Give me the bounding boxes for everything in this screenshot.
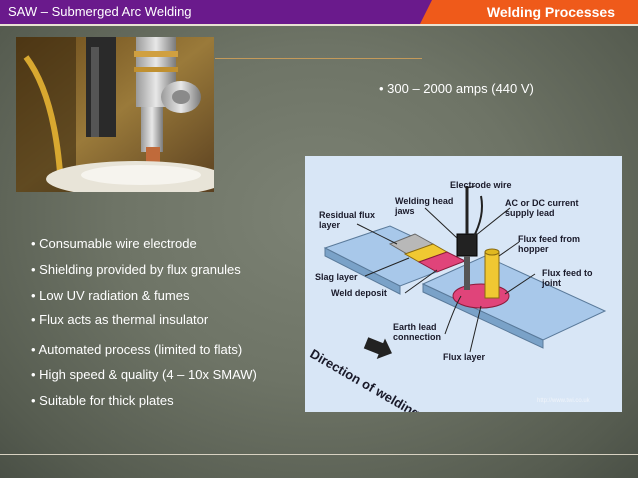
header-left-bar: SAW – Submerged Arc Welding	[0, 0, 440, 24]
label-electrode-wire: Electrode wire	[450, 180, 512, 190]
section-title: Welding Processes	[486, 4, 615, 20]
label-residual-flux-layer: Residual flux layer	[319, 210, 376, 230]
slide-title: SAW – Submerged Arc Welding	[8, 4, 192, 19]
bullet-4: • Flux acts as thermal insulator	[31, 312, 209, 327]
label-flux-feed-hopper: Flux feed from hopper	[518, 234, 581, 254]
bullet-5: • Automated process (limited to flats)	[31, 342, 243, 357]
saw-welding-photo	[16, 37, 214, 192]
bullet-2: • Shielding provided by flux granules	[31, 262, 241, 277]
label-flux-layer: Flux layer	[443, 352, 486, 362]
label-current-supply-lead: AC or DC current supply lead	[505, 198, 579, 218]
label-earth-lead: Earth lead connection	[393, 322, 442, 342]
label-flux-feed-joint: Flux feed to joint	[542, 268, 593, 288]
bullet-1: • Consumable wire electrode	[31, 236, 197, 251]
decorative-line	[215, 58, 422, 59]
bullet-7: • Suitable for thick plates	[31, 393, 174, 408]
header-right-bar: Welding Processes	[420, 0, 638, 24]
amps-bullet: • 300 – 2000 amps (440 V)	[379, 81, 534, 96]
label-slag-layer: Slag layer	[315, 272, 358, 282]
bullet-6: • High speed & quality (4 – 10x SMAW)	[31, 367, 257, 382]
saw-diagram: Electrode wire Welding head jaws Residua…	[305, 156, 622, 412]
footer-divider	[0, 454, 638, 455]
diagram-credit: http://www.twi.co.uk	[537, 398, 590, 404]
bullet-3: • Low UV radiation & fumes	[31, 288, 190, 303]
label-welding-head-jaws: Welding head jaws	[395, 196, 454, 216]
header-divider	[0, 24, 638, 26]
label-weld-deposit: Weld deposit	[331, 288, 387, 298]
